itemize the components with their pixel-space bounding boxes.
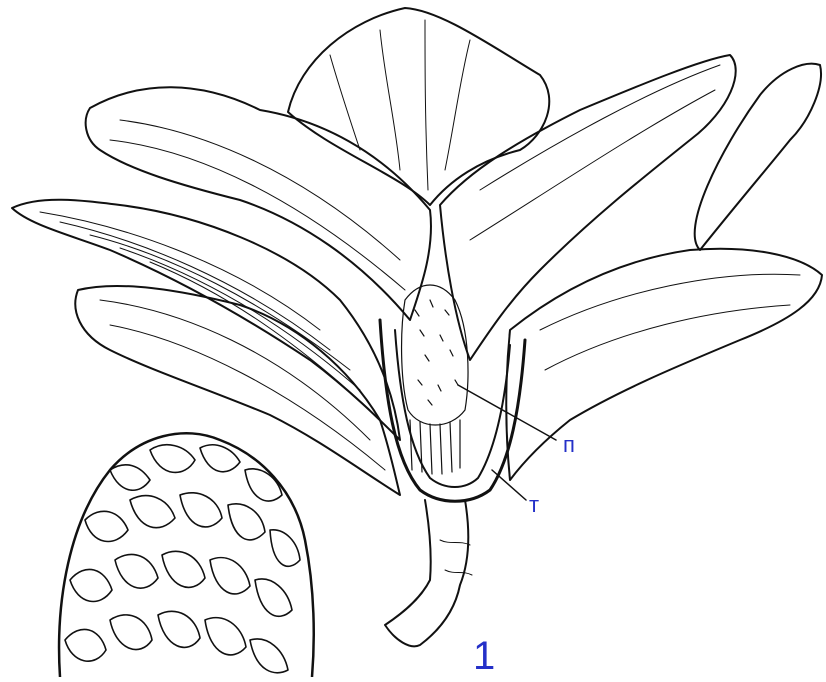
- stem: [385, 500, 468, 646]
- right-bud: [695, 64, 821, 250]
- label-p: п: [563, 434, 575, 456]
- back-petal: [288, 8, 549, 205]
- central-petal: [440, 55, 736, 360]
- label-t: т: [529, 494, 539, 516]
- right-lower-petal: [506, 249, 822, 480]
- left-wide-petal: [12, 200, 400, 440]
- fruit-cone: [59, 433, 314, 677]
- figure-number: 1: [473, 636, 495, 676]
